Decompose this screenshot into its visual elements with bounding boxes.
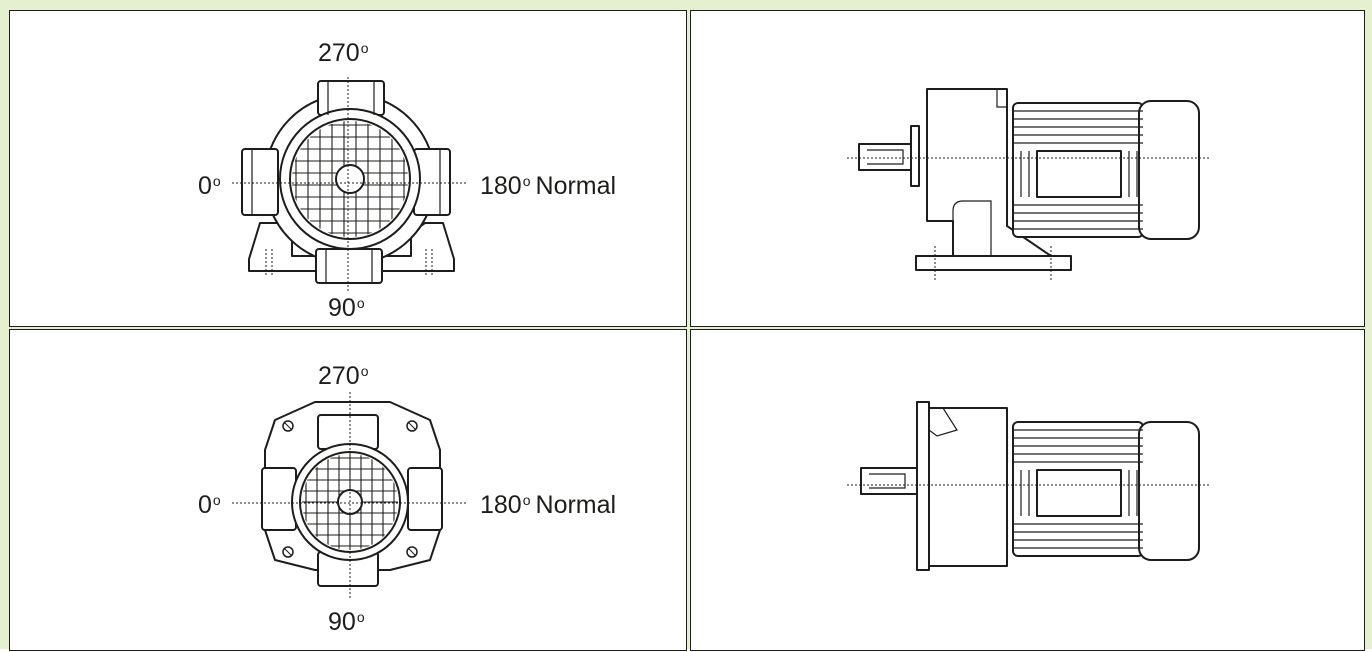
row1-side-view-cell (690, 10, 1365, 327)
foot-bolt-holes (265, 249, 433, 277)
flange-mount-end-view-drawing (232, 392, 468, 598)
terminal-box-detail-lines (251, 81, 441, 283)
label-270: 270o (318, 362, 369, 390)
label-0: 0o (198, 491, 221, 519)
foot-mount-end-view-drawing (232, 77, 468, 293)
center-lines (232, 77, 468, 293)
flange-plate (910, 125, 920, 187)
row2-side-view-cell (690, 329, 1365, 651)
flange-bolt-hole-marks (283, 421, 417, 557)
center-lines (232, 392, 468, 598)
side-center-lines (847, 157, 1211, 281)
label-90: 90o (328, 294, 365, 322)
motor-fins (1013, 429, 1143, 549)
motor-fins (1013, 110, 1143, 230)
left-terminal-box (241, 148, 279, 216)
flange-rib (928, 407, 958, 437)
label-0: 0o (198, 172, 221, 200)
gearbox-step (996, 89, 1007, 108)
foot-web (952, 200, 992, 256)
shaft-key (867, 149, 904, 165)
base-plate (915, 255, 1072, 271)
motor-fin-segments (1020, 151, 1138, 197)
right-terminal-box (407, 467, 443, 531)
label-90: 90o (328, 608, 365, 636)
motor-fan-cover (1138, 100, 1200, 240)
shaft-key (869, 473, 906, 489)
shaft-hub (335, 164, 365, 194)
left-terminal-box (261, 467, 297, 531)
gearbox-housing (926, 407, 1008, 567)
gearbox-housing (926, 88, 1052, 257)
terminal-box (1036, 150, 1122, 198)
motor-fin-segments (1020, 470, 1138, 516)
foot-mount-side-view-drawing (847, 88, 1211, 281)
flange-plate (916, 401, 930, 571)
label-270: 270o (318, 39, 369, 67)
output-shaft (860, 467, 918, 495)
terminal-box (1036, 469, 1122, 517)
flange-mount-side-view-drawing (847, 401, 1211, 571)
output-shaft (858, 143, 912, 171)
motor-fan-cover (1138, 421, 1200, 561)
